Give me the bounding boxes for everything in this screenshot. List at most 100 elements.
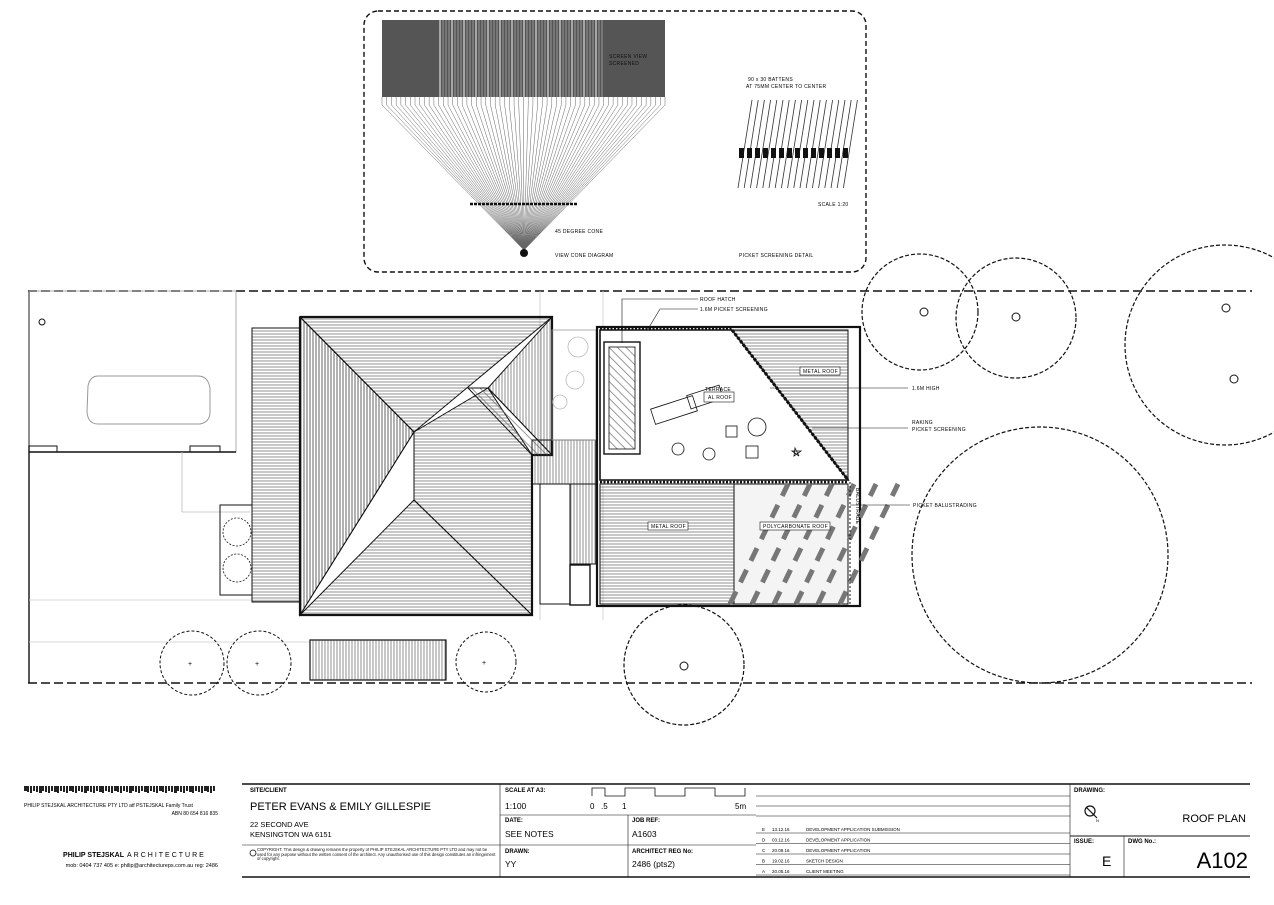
logo-mark	[207, 786, 209, 792]
cone-ray	[523, 104, 590, 251]
revision-date: 20.09.16	[772, 848, 790, 853]
picket-section	[843, 148, 848, 158]
raking-label: RAKING	[912, 420, 933, 426]
drawn-value: YY	[505, 859, 517, 869]
cone-ray	[523, 104, 623, 251]
cone-ray	[395, 104, 525, 251]
svg-text:N: N	[1096, 818, 1099, 823]
cone-ray	[513, 104, 525, 251]
revision-code: C	[762, 848, 766, 853]
logo-mark	[141, 786, 143, 791]
logo-mark	[120, 786, 122, 793]
revision-code: D	[762, 838, 766, 843]
cone-ray	[523, 104, 548, 251]
viewer-point	[520, 249, 528, 257]
tree-marker-2: +	[255, 661, 259, 668]
copyright-icon	[249, 849, 257, 857]
revision-code: A	[762, 869, 765, 874]
tree-marker-1: +	[188, 661, 192, 668]
terrace-tag-box	[703, 391, 735, 403]
picket-batten	[805, 99, 821, 189]
cone-ray	[523, 104, 633, 251]
tree-trunk-5	[1229, 374, 1239, 384]
cone-ray	[471, 104, 525, 251]
site-address-1: 22 SECOND AVE	[250, 820, 309, 829]
firm-abn-line: ABN 80 654 816 835	[172, 811, 219, 817]
architect-reg-label: ARCHITECT REG No:	[632, 849, 693, 855]
cone-ray	[461, 104, 525, 251]
logo-mark	[165, 786, 167, 793]
scale-tick-1: 1	[622, 802, 627, 811]
tree-marker-3: +	[482, 660, 486, 667]
tree-back-1	[861, 253, 979, 371]
cone-ray	[457, 104, 525, 251]
terrace-label-2: AL ROOF	[708, 395, 732, 401]
trees: + + +	[159, 244, 1274, 726]
logo-mark	[81, 786, 83, 792]
side-verandah-roof	[251, 327, 301, 603]
scale-value: 1:100	[505, 801, 527, 811]
car-outline	[86, 375, 211, 425]
scale-bar	[591, 787, 746, 797]
logo-mark	[48, 786, 50, 793]
logo-mark	[195, 786, 197, 791]
logo-mark	[132, 786, 134, 791]
detail-scale-label: SCALE 1:20	[818, 202, 849, 208]
front-planter	[309, 639, 447, 681]
stool-1	[671, 442, 685, 456]
table-round	[747, 417, 767, 437]
high-label: 1.6M HIGH	[912, 386, 940, 392]
logo-mark	[72, 786, 74, 792]
cone-ray	[523, 104, 647, 251]
logo-mark	[63, 786, 65, 792]
metal-roof-top-label: METAL ROOF	[803, 369, 838, 375]
logo-mark	[57, 786, 59, 793]
logo-mark	[39, 786, 42, 793]
revision-date: 19.02.16	[772, 859, 790, 864]
client-name: PETER EVANS & EMILY GILLESPIE	[250, 801, 431, 813]
logo-mark	[147, 786, 149, 793]
firm-name-rest: ARCHITECTURE	[127, 852, 206, 859]
screened-label: SCREENED	[609, 61, 639, 67]
cone-ray	[405, 104, 525, 251]
cone-ray	[391, 104, 525, 251]
logo-mark	[45, 786, 47, 792]
logo-mark	[93, 786, 95, 793]
cone-ray	[414, 104, 525, 251]
cone-ray	[523, 104, 567, 251]
tree-back-2	[955, 257, 1077, 379]
picket-section	[755, 148, 760, 158]
logo-mark	[150, 786, 152, 791]
polycarbonate-label: POLYCARBONATE ROOF	[763, 524, 828, 530]
metal-roof-left-label: METAL ROOF	[651, 524, 686, 530]
picket-batten	[787, 99, 802, 189]
logo-mark	[159, 786, 162, 791]
picket-screening-detail	[737, 99, 858, 189]
cone-ray	[523, 104, 595, 251]
screen-view-label: SCREEN VIEW	[609, 54, 647, 60]
logo-mark	[51, 786, 53, 791]
picket-batten	[774, 99, 790, 189]
picket-section	[795, 148, 800, 158]
screen-stripes	[439, 20, 603, 97]
logo-mark	[210, 786, 212, 793]
cone-ray	[438, 104, 525, 251]
revision-code: E	[762, 827, 765, 832]
north-arrow-icon: N	[1084, 805, 1099, 823]
date-label: DATE:	[505, 818, 523, 824]
picket-section	[803, 148, 808, 158]
cone-ray	[523, 104, 534, 251]
cone-ray	[386, 104, 525, 251]
detail-panel-border	[363, 10, 867, 273]
picket-section	[811, 148, 816, 158]
firm-logo	[24, 786, 215, 793]
tree-front-3	[455, 631, 517, 693]
picket-section	[787, 148, 792, 158]
logo-mark	[66, 786, 68, 793]
cone-ray	[494, 104, 525, 251]
raking-screen	[730, 329, 850, 481]
tree-large	[911, 426, 1169, 684]
side-bench	[219, 504, 253, 596]
